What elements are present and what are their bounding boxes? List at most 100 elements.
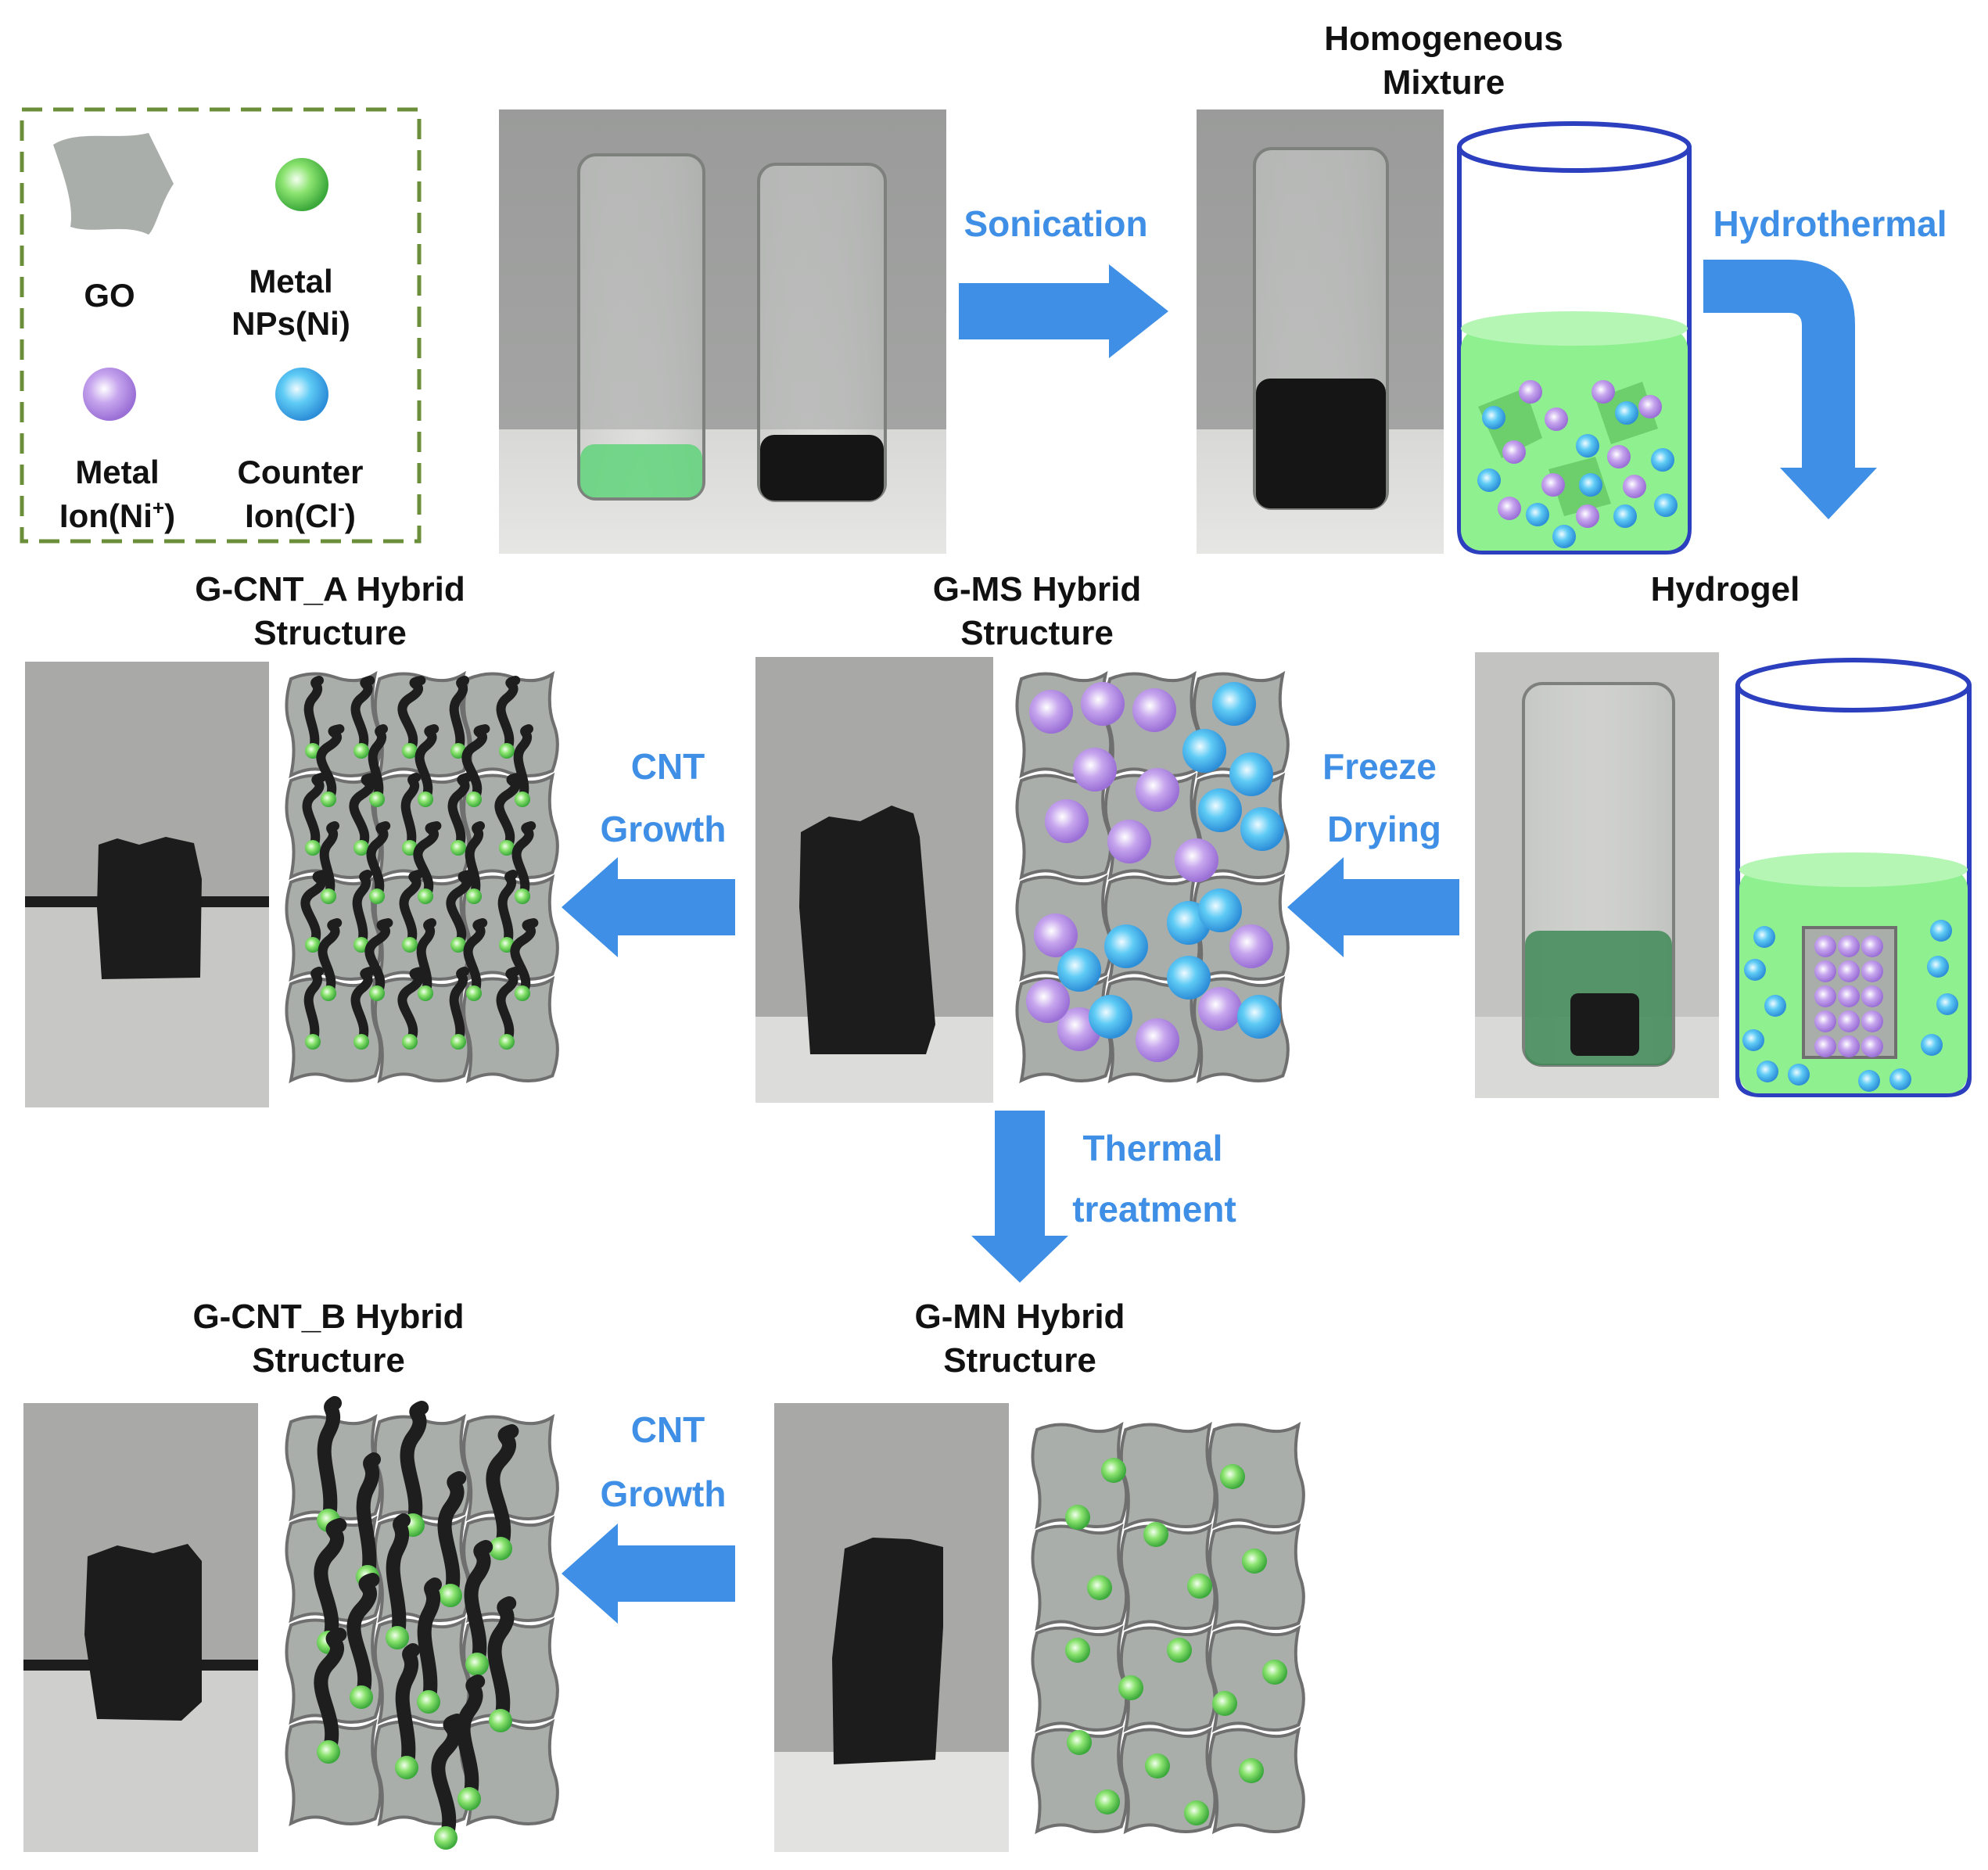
go-sheet-cell <box>1208 1523 1305 1631</box>
cnt-tube <box>400 773 421 852</box>
cnt-tube <box>314 1628 347 1759</box>
counter-ion <box>1237 995 1281 1039</box>
counter-ion <box>1167 956 1211 1000</box>
step-freeze-line2: Drying <box>1327 809 1441 849</box>
gcntb-schematic <box>285 1396 559 1850</box>
metal-np <box>434 1826 458 1850</box>
cnt-tube <box>464 1540 493 1671</box>
metal-np <box>1239 1758 1264 1783</box>
metal-ion <box>1107 820 1151 863</box>
go-sheet-cell <box>1119 1421 1217 1530</box>
metal-np <box>1095 1789 1120 1814</box>
cnt-tube <box>413 821 442 901</box>
cnt-tube <box>350 967 375 1046</box>
caption-gmn-line1: G-MN Hybrid <box>915 1298 1125 1336</box>
cnt-tube <box>368 724 388 804</box>
metal-ion <box>1029 690 1073 734</box>
metal-np <box>1184 1800 1209 1825</box>
gcnta-schematic <box>285 670 559 1084</box>
metal-np <box>1167 1638 1192 1663</box>
cnt-tube <box>510 918 539 998</box>
cnt-tube <box>400 1401 429 1532</box>
metal-np <box>402 1034 418 1050</box>
metal-np <box>395 1756 418 1779</box>
metal-np <box>1118 1675 1143 1700</box>
metal-np <box>515 985 530 1001</box>
counter-ion <box>1927 956 1949 978</box>
legend-metal-nps-line2: NPs(Ni) <box>231 305 350 342</box>
metal-np <box>450 840 466 856</box>
counter-ion <box>1921 1034 1943 1056</box>
metal-np <box>321 985 336 1001</box>
metal-np <box>450 937 466 953</box>
metal-np <box>418 985 433 1001</box>
cnt-tube <box>364 918 393 998</box>
metal-np <box>515 888 530 904</box>
legend-counter-ion-line2: Ion(Cl-) <box>245 496 356 534</box>
cnt-tube <box>487 1596 517 1728</box>
cnt-tube <box>314 1518 347 1649</box>
metal-ion <box>1838 1035 1860 1057</box>
metal-ion <box>1838 1010 1860 1032</box>
cnt-tube <box>366 821 391 901</box>
caption-hydrogel: Hydrogel <box>1651 570 1800 608</box>
caption-gcntb-line1: G-CNT_B Hybrid <box>192 1298 464 1336</box>
metal-np <box>465 1653 489 1676</box>
photo-gcnta-sample <box>25 662 269 1107</box>
step-thermal-line2: treatment <box>1072 1189 1236 1229</box>
counter-ion <box>1742 1029 1764 1051</box>
metal-np <box>350 1685 373 1709</box>
metal-ion <box>1838 960 1860 982</box>
counter-ion <box>1744 959 1766 981</box>
counter-ion <box>1764 995 1786 1017</box>
metal-np <box>466 791 482 807</box>
beaker-solution <box>1457 121 1692 555</box>
counter-ion <box>1198 888 1242 932</box>
counter-ion <box>1229 752 1273 796</box>
go-sheet-icon <box>53 133 174 235</box>
cnt-tube <box>302 773 327 852</box>
counter-ion-icon <box>275 368 328 421</box>
metal-np <box>369 791 385 807</box>
photo-homogeneous-mixture <box>1197 109 1444 554</box>
counter-ion <box>1240 807 1284 851</box>
go-sheet-cell <box>285 1515 382 1624</box>
go-sheet-cell <box>462 670 559 779</box>
metal-np <box>402 743 418 759</box>
cnt-tube <box>446 870 475 949</box>
metal-np <box>418 888 433 904</box>
metal-np <box>1065 1505 1090 1530</box>
cnt-tube <box>513 724 533 804</box>
sonication-arrow <box>959 264 1168 358</box>
metal-np <box>317 1740 340 1764</box>
cnt-tube <box>461 724 490 804</box>
legend-go-label: GO <box>84 277 135 314</box>
step-cnt-growth-top-line1: CNT <box>631 746 705 787</box>
cnt-tube <box>303 967 324 1046</box>
go-sheet-cell <box>462 1413 559 1522</box>
go-sheet-cell <box>1031 1624 1129 1733</box>
counter-ion <box>1889 1068 1911 1090</box>
metal-np <box>458 1787 481 1811</box>
cnt-tube <box>449 676 469 756</box>
metal-ion <box>1838 935 1860 957</box>
cnt-tube <box>456 1674 486 1806</box>
metal-ion <box>1045 799 1089 843</box>
metal-ion <box>1175 838 1218 882</box>
counter-ion <box>1757 1061 1778 1082</box>
metal-np <box>353 840 369 856</box>
metal-ion <box>1026 979 1070 1023</box>
cnt-tube <box>316 724 345 804</box>
metal-np <box>402 937 418 953</box>
metal-ion <box>1861 985 1883 1007</box>
metal-np <box>369 888 385 904</box>
cnt-growth-arrow-top <box>562 857 735 957</box>
counter-ion <box>1057 948 1101 992</box>
cnt-tube <box>386 1513 411 1645</box>
cnt-tube <box>465 821 485 901</box>
metal-np <box>499 840 515 856</box>
cnt-tube <box>486 1424 519 1556</box>
step-thermal-line1: Thermal <box>1083 1128 1223 1168</box>
